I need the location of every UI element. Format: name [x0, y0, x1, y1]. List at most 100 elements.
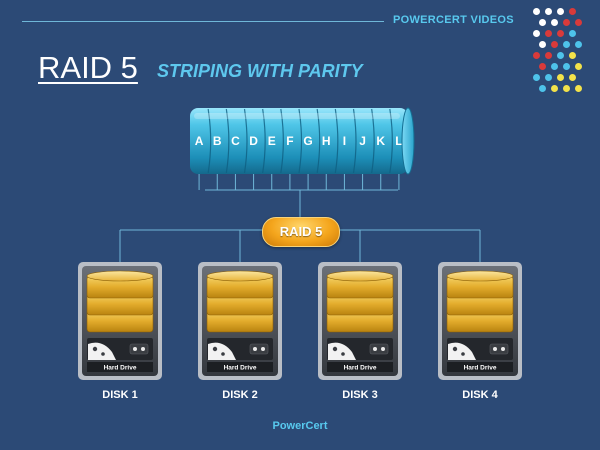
segment-divider	[389, 108, 393, 174]
decorative-dot	[539, 85, 546, 92]
decorative-dot	[575, 41, 582, 48]
disk-1-label: DISK 1	[102, 389, 138, 401]
drive-label-text: Hard Drive	[104, 365, 137, 372]
data-block-l: L	[395, 134, 402, 148]
decorative-dot	[575, 19, 582, 26]
decorative-dot	[533, 74, 540, 81]
decorative-dot	[557, 52, 564, 59]
header-rule	[22, 21, 384, 22]
drive-led-panel	[369, 343, 389, 355]
drive-led	[261, 347, 265, 351]
hard-drive-1: Hard Drive	[78, 262, 162, 380]
connector-lines	[119, 174, 481, 262]
drive-screw	[221, 352, 225, 356]
decorative-dot	[557, 74, 564, 81]
cylinder-highlight	[194, 113, 400, 119]
segment-divider	[316, 108, 321, 174]
decorative-dot	[563, 41, 570, 48]
data-block-f: F	[286, 134, 293, 148]
decorative-dot	[539, 63, 546, 70]
footer-brand: PowerCert	[272, 420, 328, 432]
disk-4-label: DISK 4	[462, 389, 498, 401]
data-block-i: I	[343, 134, 346, 148]
decorative-dot	[563, 19, 570, 26]
drive-led	[141, 347, 145, 351]
drive-led	[501, 347, 505, 351]
decorative-dot	[575, 85, 582, 92]
data-block-h: H	[322, 134, 331, 148]
data-block-g: G	[303, 134, 312, 148]
decorative-dot	[545, 52, 552, 59]
raid-controller-badge: RAID 5	[262, 217, 340, 247]
drive-label-strip	[327, 362, 393, 372]
drive-led-panel	[249, 343, 269, 355]
data-bus-teeth	[198, 174, 400, 190]
segment-divider	[371, 108, 375, 174]
decorative-dot	[539, 19, 546, 26]
drive-screw	[341, 352, 345, 356]
decorative-dot	[569, 30, 576, 37]
decorative-dot	[545, 8, 552, 15]
segment-divider	[243, 108, 248, 174]
hard-drive-2: Hard Drive	[198, 262, 282, 380]
decorative-dot	[563, 63, 570, 70]
decorative-dot	[557, 30, 564, 37]
drive-led	[253, 347, 257, 351]
segment-divider	[352, 108, 357, 174]
data-block-a: A	[195, 134, 204, 148]
segment-divider	[207, 108, 212, 174]
decorative-dot	[551, 63, 558, 70]
drive-screw	[212, 346, 218, 352]
drive-platter-top	[446, 270, 514, 282]
brand-name: POWERCERT VIDEOS	[393, 14, 514, 26]
drive-label-text: Hard Drive	[344, 365, 377, 372]
segment-divider	[225, 108, 230, 174]
drive-led	[373, 347, 377, 351]
data-block-b: B	[213, 134, 222, 148]
drive-led	[133, 347, 137, 351]
decorative-dot	[569, 52, 576, 59]
drive-label-text: Hard Drive	[224, 365, 257, 372]
drive-led	[381, 347, 385, 351]
drive-platter-top	[86, 270, 154, 282]
decorative-dot	[539, 41, 546, 48]
drive-label-strip	[207, 362, 273, 372]
decorative-dot	[545, 74, 552, 81]
decorative-dot	[563, 85, 570, 92]
drive-screw	[92, 346, 98, 352]
segment-divider	[334, 108, 339, 174]
hard-drive-3: Hard Drive	[318, 262, 402, 380]
drive-screw	[452, 346, 458, 352]
disk-2-label: DISK 2	[222, 389, 258, 401]
decorative-dot-grid	[533, 8, 595, 100]
disk-drives: Hard Drive Hard Drive Hard Drive Hard Drive	[78, 262, 522, 380]
page-title: RAID 5	[38, 50, 138, 85]
decorative-dot	[569, 8, 576, 15]
drive-led	[493, 347, 497, 351]
page-subtitle: STRIPING WITH PARITY	[157, 61, 363, 81]
segment-divider	[298, 108, 303, 174]
data-block-j: J	[359, 134, 366, 148]
cylinder-body	[190, 108, 408, 174]
decorative-dot	[533, 30, 540, 37]
drive-screw	[332, 346, 338, 352]
decorative-dot	[551, 19, 558, 26]
hard-drive-4: Hard Drive	[438, 262, 522, 380]
decorative-dot	[533, 52, 540, 59]
drive-label-strip	[87, 362, 153, 372]
drive-label-text: Hard Drive	[464, 365, 497, 372]
drive-led-panel	[489, 343, 509, 355]
segment-divider	[280, 108, 284, 174]
data-block-e: E	[268, 134, 276, 148]
data-block-c: C	[231, 134, 240, 148]
segment-divider	[262, 108, 266, 174]
drive-screw	[101, 352, 105, 356]
decorative-dot	[557, 8, 564, 15]
decorative-dot	[551, 85, 558, 92]
drive-label-strip	[447, 362, 513, 372]
decorative-dot	[545, 30, 552, 37]
disk-3-label: DISK 3	[342, 389, 378, 401]
